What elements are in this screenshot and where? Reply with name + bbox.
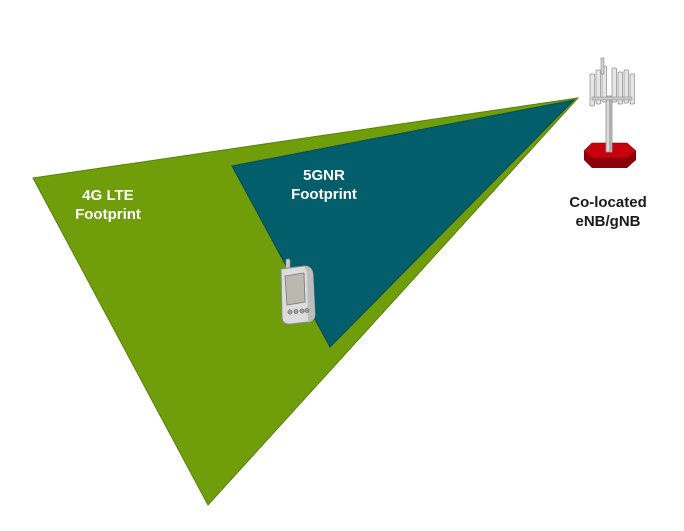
base-station-label: Co-located eNB/gNB xyxy=(548,193,668,231)
nr-label-line1: 5GNR xyxy=(303,167,345,184)
nr-footprint-area xyxy=(231,99,576,348)
lte-label-line2: Footprint xyxy=(75,206,141,223)
station-label-line2: eNB/gNB xyxy=(575,213,641,230)
nr-label-line2: Footprint xyxy=(291,186,357,203)
nr-footprint-label: 5GNR Footprint xyxy=(274,166,374,204)
station-label-line1: Co-located xyxy=(569,194,647,211)
handheld-device-icon xyxy=(280,258,316,325)
lte-label-line1: 4G LTE xyxy=(82,187,134,204)
lte-footprint-label: 4G LTE Footprint xyxy=(58,186,158,224)
cell-tower-icon xyxy=(583,57,637,168)
